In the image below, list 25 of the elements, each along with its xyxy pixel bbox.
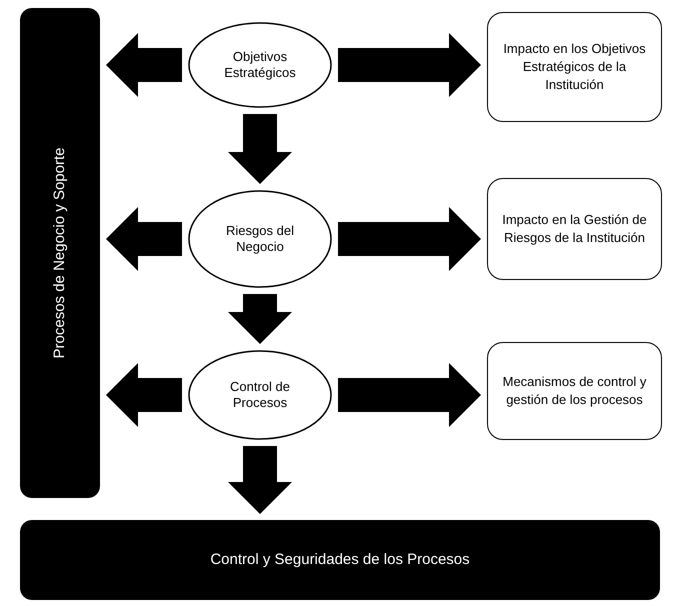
bottom-bar bbox=[20, 520, 660, 600]
block-arrow bbox=[338, 33, 481, 97]
block-arrow bbox=[338, 207, 481, 271]
rounded-box bbox=[487, 342, 662, 440]
node-label: Control y Seguridades de los Procesos bbox=[210, 550, 470, 570]
rounded-box bbox=[487, 12, 662, 122]
block-arrow bbox=[106, 207, 182, 271]
block-arrow bbox=[228, 114, 292, 184]
node-label: Impacto en los Objetivos Estratégicos de la Institución bbox=[502, 40, 647, 94]
node-label: Objetivos Estratégicos bbox=[223, 48, 297, 82]
block-arrow bbox=[228, 294, 292, 344]
block-arrow bbox=[106, 33, 182, 97]
node-label: Mecanismos de control y gestión de los procesos bbox=[502, 373, 648, 409]
block-arrow bbox=[338, 363, 481, 427]
block-arrow bbox=[228, 446, 292, 514]
node-label: Riesgos del Negocio bbox=[225, 222, 295, 256]
side-bar bbox=[20, 8, 100, 498]
rounded-box bbox=[487, 178, 662, 280]
block-arrow bbox=[106, 363, 182, 427]
ellipse-node bbox=[188, 350, 332, 440]
node-label: Impacto en la Gestión de Riesgos de la Institución bbox=[501, 211, 648, 247]
ellipse-node bbox=[188, 190, 332, 288]
ellipse-node bbox=[188, 22, 332, 108]
bar-label: Procesos de Negocio y Soporte bbox=[50, 148, 69, 358]
node-label: Control de Procesos bbox=[229, 378, 291, 412]
